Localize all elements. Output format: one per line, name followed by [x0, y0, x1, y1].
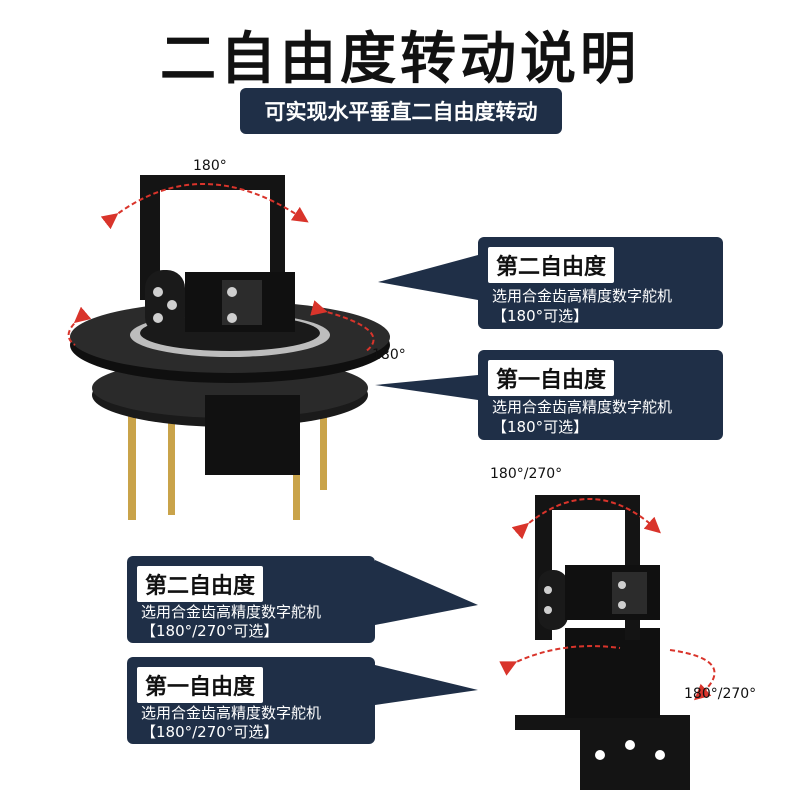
dof-option: 【180°/270°可选】	[141, 723, 279, 741]
dof-description: 选用合金齿高精度数字舵机	[141, 704, 322, 722]
dof-name: 第二自由度	[488, 247, 615, 283]
dof-name: 第一自由度	[488, 360, 615, 396]
brass-standoff	[168, 395, 175, 515]
bracket-base-pan-tilt	[375, 495, 716, 790]
angle-label-pan-top: 180°	[372, 347, 406, 363]
tilt-arrow	[511, 498, 661, 540]
angle-label-tilt-top: 180°	[193, 158, 227, 174]
dof-description: 选用合金齿高精度数字舵机	[492, 287, 673, 305]
dof-option: 【180°可选】	[492, 418, 589, 436]
round-base-pan-tilt	[67, 175, 478, 520]
dof-name: 第一自由度	[137, 667, 264, 703]
callout-top-first-dof: 第一自由度 选用合金齿高精度数字舵机 【180°可选】	[478, 350, 723, 440]
bottom-servo	[565, 628, 660, 718]
callout-bottom-first-dof: 第一自由度 选用合金齿高精度数字舵机 【180°/270°可选】	[127, 657, 375, 744]
subtitle-banner: 可实现水平垂直二自由度转动	[240, 88, 562, 134]
callout-top-second-dof: 第二自由度 选用合金齿高精度数字舵机 【180°可选】	[478, 237, 723, 329]
dof-description: 选用合金齿高精度数字舵机	[492, 398, 673, 416]
brass-standoff	[128, 380, 136, 520]
dof-option: 【180°/270°可选】	[141, 622, 279, 640]
angle-label-pan-bottom: 180°/270°	[684, 686, 757, 702]
bottom-servo	[205, 395, 300, 475]
callout-bottom-second-dof: 第二自由度 选用合金齿高精度数字舵机 【180°/270°可选】	[127, 556, 375, 643]
angle-label-tilt-bottom: 180°/270°	[490, 466, 563, 482]
dof-name: 第二自由度	[137, 566, 264, 602]
dof-description: 选用合金齿高精度数字舵机	[141, 603, 322, 621]
dof-option: 【180°可选】	[492, 307, 589, 325]
brass-standoff	[320, 380, 327, 490]
pan-arrow	[310, 300, 375, 353]
tilt-arrow	[100, 183, 309, 230]
page-title: 二自由度转动说明	[160, 27, 640, 92]
